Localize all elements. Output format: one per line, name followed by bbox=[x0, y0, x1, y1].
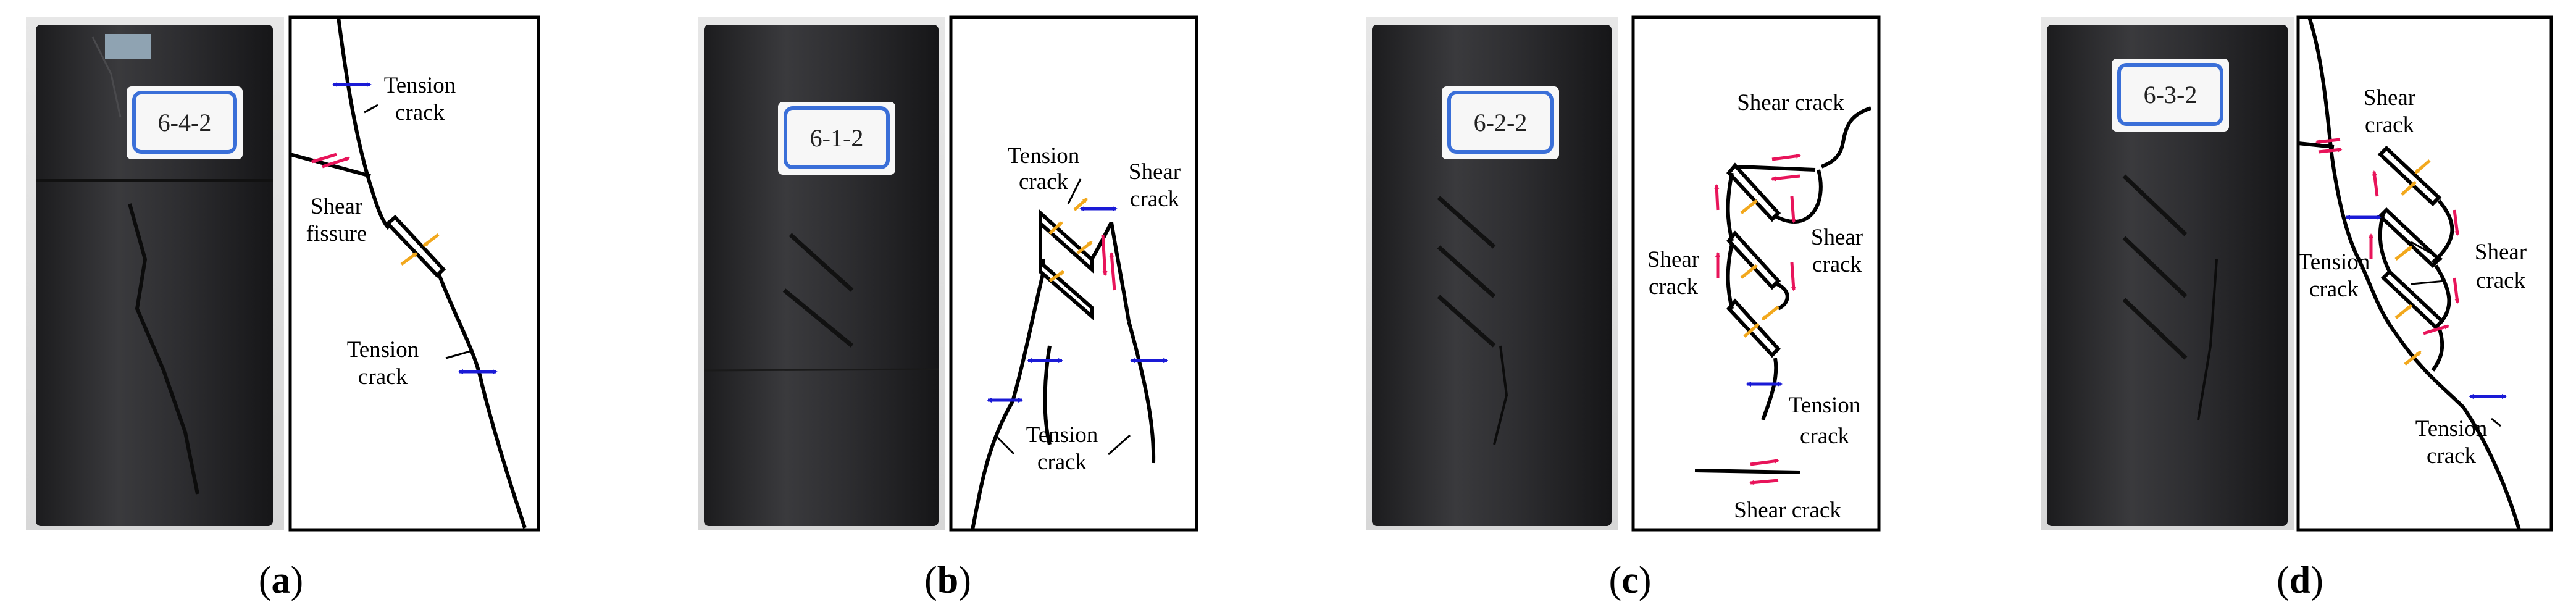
label-shear-crack: Shear bbox=[2364, 85, 2415, 111]
label-tension-crack: crack bbox=[2309, 277, 2359, 302]
shear-arrow-icon bbox=[1771, 153, 1801, 161]
photo-a: 6-4-2 bbox=[26, 17, 284, 530]
compression-arrow-icon bbox=[400, 251, 418, 266]
shear-arrow-icon bbox=[2372, 170, 2379, 197]
label-tension-crack: crack bbox=[358, 364, 408, 390]
sample-tag-d: 6-3-2 bbox=[2144, 81, 2198, 109]
caption-c: (c) bbox=[1609, 559, 1652, 601]
diagram-a: Tension crack Shear fissure Tension crac… bbox=[288, 15, 540, 532]
compression-arrow-icon bbox=[2394, 304, 2412, 319]
shear-arrow-icon bbox=[1790, 196, 1796, 224]
label-tension-crack: crack bbox=[395, 100, 445, 125]
label-shear-crack: crack bbox=[1649, 274, 1699, 299]
photo-c: 6-2-2 bbox=[1366, 17, 1618, 530]
compression-arrow-icon bbox=[2404, 351, 2422, 366]
shear-arrow-icon bbox=[2453, 209, 2460, 236]
shear-arrow-icon bbox=[1790, 262, 1796, 291]
compression-arrow-icon bbox=[422, 233, 440, 247]
shear-arrow-icon bbox=[1109, 252, 1116, 291]
compression-arrow-icon bbox=[2414, 159, 2431, 174]
caption-letter-c: c bbox=[1621, 559, 1639, 601]
caption-letter-a: a bbox=[272, 559, 291, 601]
caption-letter-d: d bbox=[2290, 559, 2310, 601]
label-tension-crack: Tension bbox=[2415, 416, 2488, 441]
compression-arrow-icon bbox=[1740, 264, 1758, 279]
compression-arrow-icon bbox=[1740, 199, 1758, 214]
compression-arrow-icon bbox=[1048, 270, 1064, 283]
caption-letter-b: b bbox=[937, 559, 958, 601]
label-shear-crack: Shear bbox=[1647, 247, 1699, 272]
label-shear-crack: crack bbox=[1130, 186, 1180, 212]
label-tension-crack: Tension bbox=[1789, 393, 1861, 418]
caption-a: (a) bbox=[259, 559, 303, 601]
compression-arrow-icon bbox=[2401, 181, 2417, 196]
shear-arrow-icon bbox=[311, 153, 337, 164]
shear-arrow-icon bbox=[1101, 234, 1108, 276]
shear-arrow-icon bbox=[1749, 479, 1779, 485]
compression-arrow-icon bbox=[2394, 246, 2412, 261]
label-shear-crack: Shear crack bbox=[1734, 498, 1841, 523]
panel-a: 6-4-2 Tension crack Shear fissure Tensio… bbox=[26, 15, 540, 601]
panel-d: 6-3-2 bbox=[2041, 15, 2553, 601]
label-shear-crack: crack bbox=[2365, 112, 2415, 138]
compression-arrow-icon bbox=[1076, 241, 1093, 254]
caption-b: (b) bbox=[924, 559, 971, 601]
label-tension-crack: Tension bbox=[347, 337, 419, 362]
label-shear-crack: crack bbox=[1812, 252, 1862, 277]
compression-arrow-icon bbox=[1762, 306, 1779, 320]
label-shear-crack: Shear bbox=[2475, 240, 2527, 265]
compression-arrow-icon bbox=[1048, 221, 1063, 235]
shear-arrow-icon bbox=[2318, 147, 2343, 154]
label-tension-crack: crack bbox=[1019, 169, 1069, 195]
label-tension-crack: Tension bbox=[1026, 422, 1098, 448]
compression-arrow-icon bbox=[1073, 198, 1088, 211]
shear-arrow-icon bbox=[2423, 324, 2449, 335]
label-tension-crack: crack bbox=[1037, 450, 1087, 475]
label-shear-crack: Shear bbox=[1811, 225, 1863, 250]
shear-arrow-icon bbox=[1714, 184, 1720, 211]
diagram-d: Shear crack Tension crack Shear crack Te… bbox=[2296, 15, 2553, 532]
sample-tag-c: 6-2-2 bbox=[1474, 109, 1528, 136]
shear-arrow-icon bbox=[2315, 138, 2341, 144]
panel-c: 6-2-2 bbox=[1366, 15, 1881, 601]
shear-arrow-icon bbox=[1771, 174, 1800, 182]
label-tension-crack: Tension bbox=[384, 73, 456, 98]
label-shear-crack: Shear bbox=[1129, 159, 1181, 185]
label-tension-crack: crack bbox=[2427, 443, 2477, 469]
label-shear-crack: crack bbox=[2476, 268, 2526, 293]
label-tension-crack: Tension bbox=[1008, 143, 1080, 169]
shear-arrow-icon bbox=[322, 156, 350, 169]
label-shear-fissure: fissure bbox=[306, 221, 367, 246]
diagram-b: Tension crack Shear crack Tension crack bbox=[949, 15, 1198, 532]
photo-d: 6-3-2 bbox=[2041, 17, 2294, 530]
label-shear-fissure: Shear bbox=[311, 194, 362, 219]
diagram-c: Shear crack Shear crack Shear crack Tens… bbox=[1631, 15, 1881, 532]
label-tension-crack: crack bbox=[1800, 424, 1850, 449]
caption-d: (d) bbox=[2277, 559, 2323, 601]
compression-arrow-icon bbox=[1743, 323, 1760, 338]
sample-tag-b: 6-1-2 bbox=[810, 124, 864, 152]
sample-tag-a: 6-4-2 bbox=[158, 109, 212, 136]
shear-arrow-icon bbox=[2453, 277, 2460, 304]
photo-b: 6-1-2 bbox=[698, 17, 945, 530]
shear-arrow-icon bbox=[1750, 458, 1779, 466]
label-tension-crack: Tension bbox=[2298, 249, 2370, 275]
label-shear-crack: Shear crack bbox=[1737, 90, 1844, 115]
panel-b: 6-1-2 Ten bbox=[698, 15, 1198, 601]
